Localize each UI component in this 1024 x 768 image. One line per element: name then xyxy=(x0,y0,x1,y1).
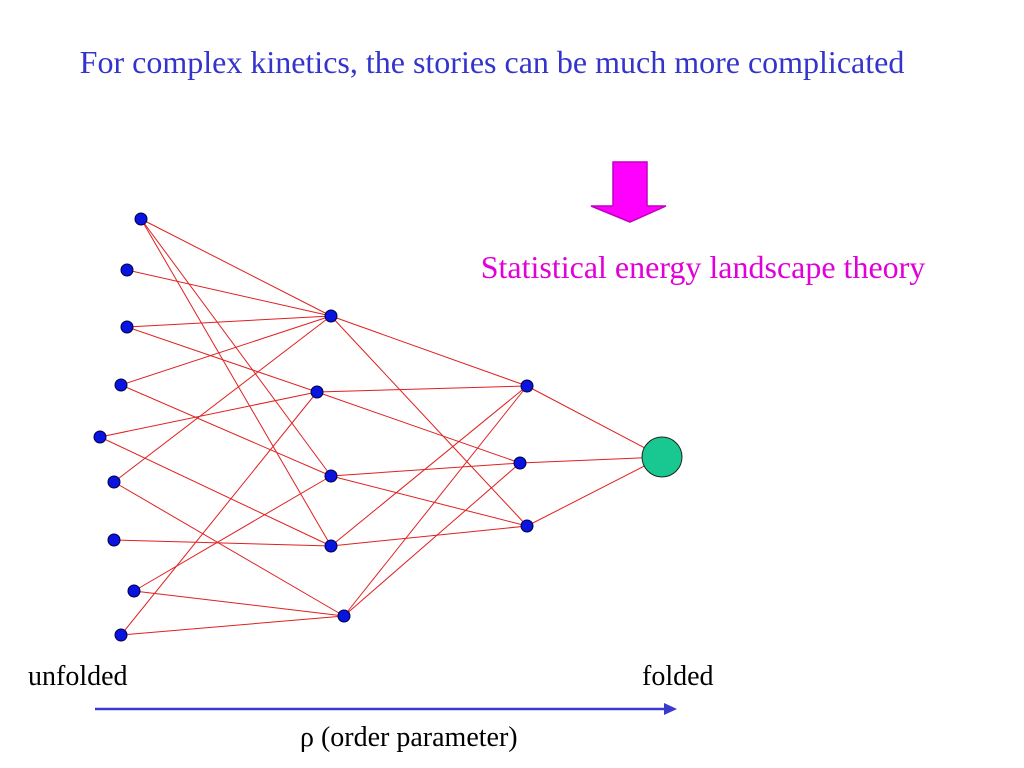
axis-arrowhead xyxy=(664,703,677,715)
folded-label: folded xyxy=(642,661,714,692)
network-edge xyxy=(330,475,528,527)
network-edge xyxy=(343,462,521,617)
network-edge xyxy=(120,384,332,477)
network-edge xyxy=(316,385,528,393)
landscape-theory-label: Statistical energy landscape theory xyxy=(480,249,926,285)
state-node xyxy=(513,456,527,470)
state-node xyxy=(107,533,121,547)
state-node xyxy=(127,584,141,598)
state-node xyxy=(520,379,534,393)
network-edge xyxy=(126,269,332,317)
network-edge xyxy=(120,391,318,636)
network-edge xyxy=(330,315,528,387)
network-edge xyxy=(126,315,332,328)
network-nodes xyxy=(93,212,683,642)
network-edge xyxy=(140,218,332,317)
network-edge xyxy=(126,326,318,393)
network-edge xyxy=(526,385,663,458)
network-edge xyxy=(526,456,663,527)
network-edge xyxy=(330,315,528,527)
network-edge xyxy=(330,385,528,547)
network-edge xyxy=(330,525,528,547)
network-edge xyxy=(316,391,521,464)
state-node xyxy=(107,475,121,489)
network-edge xyxy=(133,475,332,592)
state-node xyxy=(120,320,134,334)
network-edge xyxy=(113,539,332,547)
state-node xyxy=(324,539,338,553)
state-node xyxy=(337,609,351,623)
network-edges xyxy=(99,218,663,636)
state-node xyxy=(120,263,134,277)
state-node xyxy=(310,385,324,399)
network-edge xyxy=(519,456,663,464)
network-edge xyxy=(113,315,332,483)
network-edge xyxy=(113,481,345,617)
folded-state-node xyxy=(641,436,683,478)
slide-title: For complex kinetics, the stories can be… xyxy=(79,44,905,80)
network-edge xyxy=(99,436,332,547)
order-parameter-label: ρ (order parameter) xyxy=(300,722,518,753)
network-edge xyxy=(120,315,332,386)
network-edge xyxy=(140,218,332,547)
network-edge xyxy=(133,590,345,617)
network-edge xyxy=(99,391,318,438)
unfolded-label: unfolded xyxy=(28,661,128,692)
state-node xyxy=(324,309,338,323)
state-node xyxy=(93,430,107,444)
state-node xyxy=(114,628,128,642)
network-edge xyxy=(120,615,345,636)
network-edge xyxy=(343,385,528,617)
state-node xyxy=(520,519,534,533)
state-node xyxy=(114,378,128,392)
state-node xyxy=(324,469,338,483)
state-node xyxy=(134,212,148,226)
down-arrow-icon xyxy=(590,161,667,223)
